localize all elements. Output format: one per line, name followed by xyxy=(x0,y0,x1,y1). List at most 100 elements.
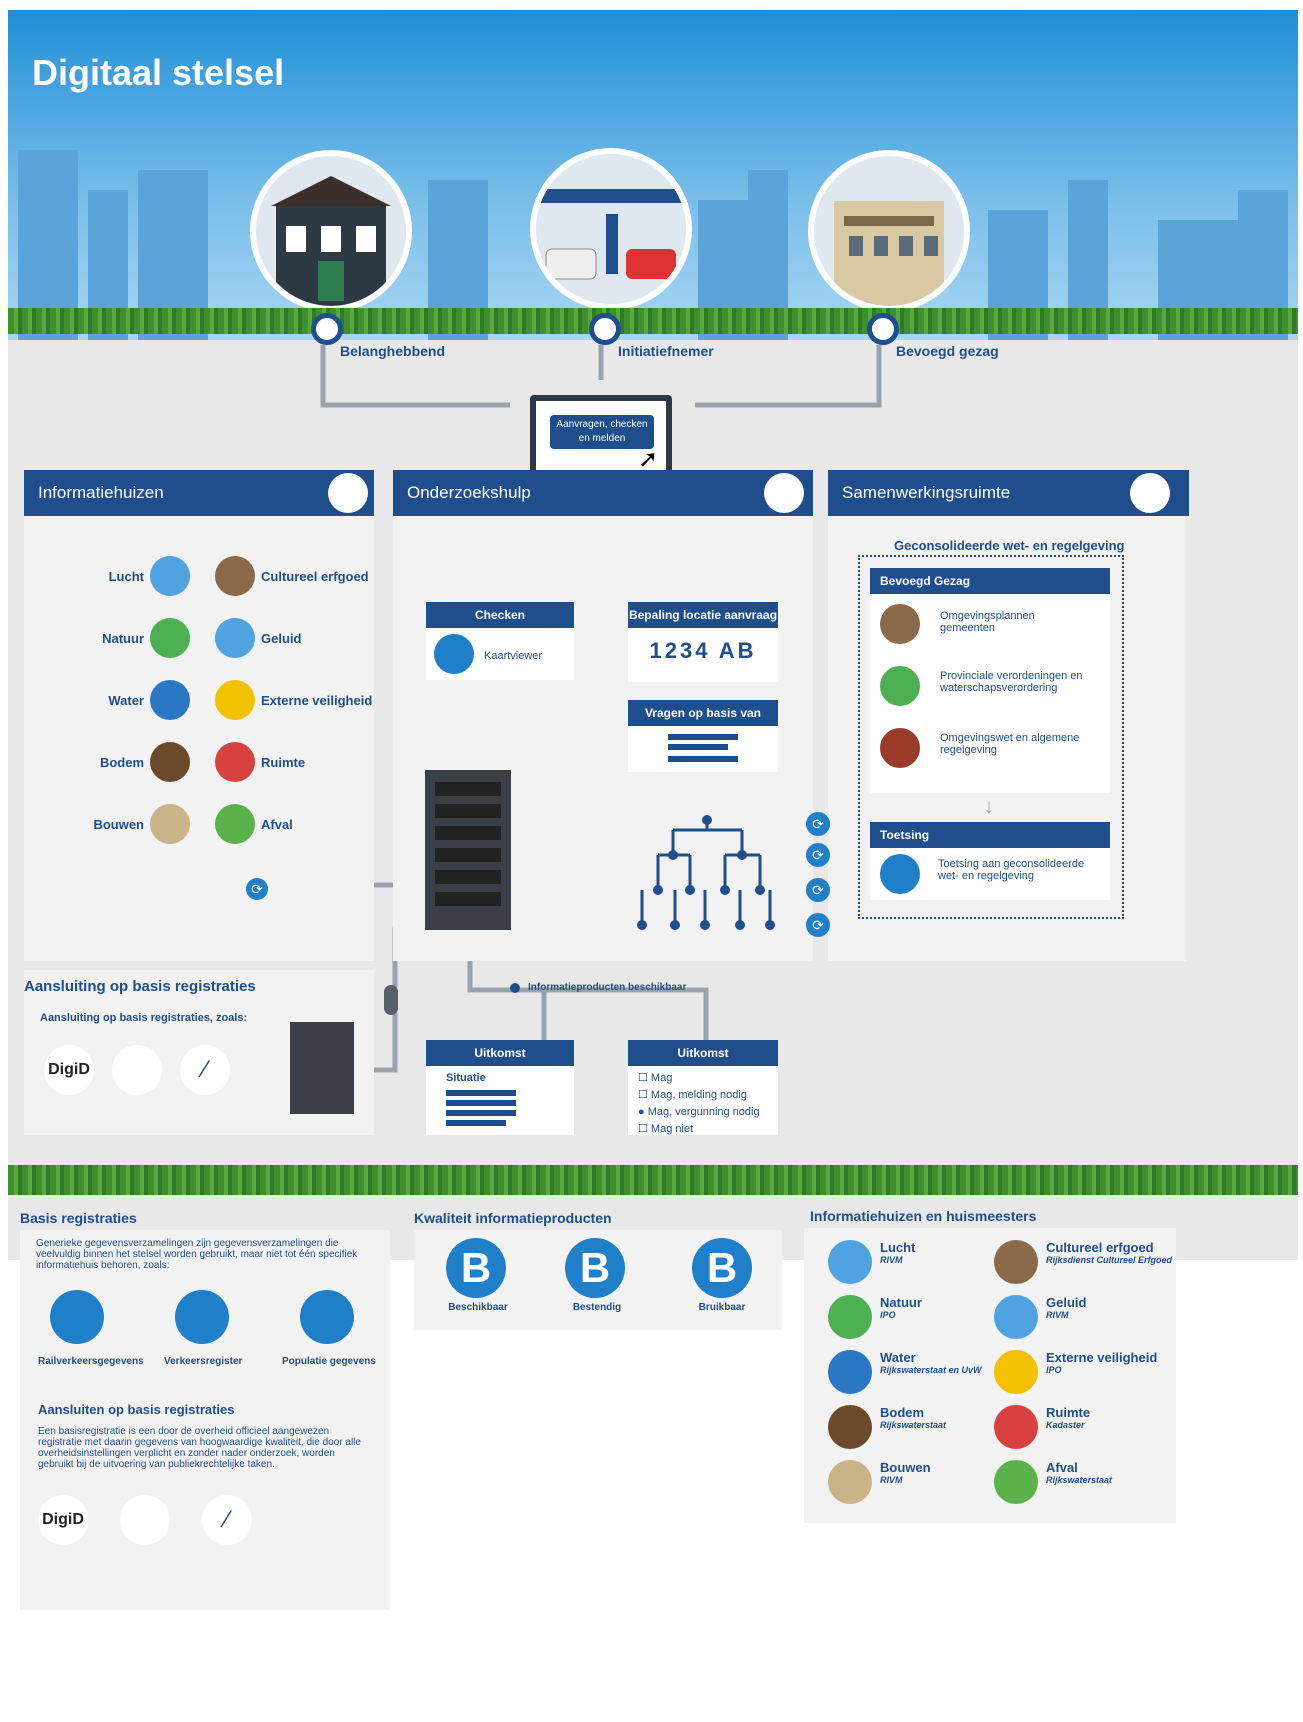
uitkomst-left-card[interactable]: Uitkomst Situatie xyxy=(426,1040,574,1135)
huis-name: Bodem xyxy=(880,1405,925,1420)
aanvragen-button[interactable]: Aanvragen, checken en melden xyxy=(550,415,654,449)
info-item[interactable]: Natuur xyxy=(60,607,190,669)
decision-tree xyxy=(637,815,775,930)
info-item[interactable]: Afval xyxy=(215,793,375,855)
huis-name: Lucht xyxy=(880,1240,916,1255)
actor-node-initiatiefnemer[interactable] xyxy=(589,313,621,345)
locatie-card[interactable]: Bepaling locatie aanvraag 1234 AB xyxy=(628,602,778,682)
info-item[interactable]: Ruimte xyxy=(215,731,375,793)
info-label: Ruimte xyxy=(261,754,306,770)
basis-item: Verkeersregister xyxy=(164,1356,243,1367)
badge-label: Bestendig xyxy=(572,1302,622,1313)
cloud-icon xyxy=(150,556,190,596)
info-house-icon xyxy=(994,1460,1038,1504)
basis-sub-title: Aansluiten op basis registraties xyxy=(38,1402,235,1417)
uitkomst-right-card[interactable]: Uitkomst ☐ Mag ☐ Mag, melding nodig ● Ma… xyxy=(628,1040,778,1135)
kadaster-logo: ⁄ xyxy=(180,1045,230,1095)
checken-card[interactable]: Checken Kaartviewer xyxy=(426,602,574,680)
actor-node-bevoegd-gezag[interactable] xyxy=(867,313,899,345)
info-label: Bouwen xyxy=(93,816,144,832)
registry-logo xyxy=(120,1495,170,1545)
regelgeving-item[interactable]: Omgevingswet en algemene regelgeving xyxy=(940,732,1080,756)
info-item[interactable]: Geluid xyxy=(215,607,375,669)
panel-head-onderzoekshulp: Onderzoekshulp xyxy=(393,470,813,516)
rail-icon xyxy=(50,1290,104,1344)
regelgeving-item[interactable]: Provinciale verordeningen en waterschaps… xyxy=(940,670,1083,694)
huizen-title: Informatiehuizen en huismeesters xyxy=(810,1208,1037,1224)
actor-label-bevoegd-gezag: Bevoegd gezag xyxy=(896,343,999,359)
town-hall-illustration xyxy=(808,150,970,312)
map-viewer-icon xyxy=(434,634,474,674)
info-label: Externe veiligheid xyxy=(261,692,373,708)
toetsing-item[interactable]: Toetsing aan geconsolideerde wet- en reg… xyxy=(938,858,1085,882)
toetsing-card: Toetsing Toetsing aan geconsolideerde we… xyxy=(870,822,1110,900)
warning-icon xyxy=(215,680,255,720)
actor-node-belanghebbend[interactable] xyxy=(311,313,343,345)
panel-head-informatiehuizen: Informatiehuizen xyxy=(24,470,374,516)
basis-panel xyxy=(20,1230,390,1610)
consolidated-heading: Geconsolideerde wet- en regelgeving xyxy=(890,538,1129,553)
situatie-label: Situatie xyxy=(446,1072,486,1084)
bin-icon xyxy=(215,804,255,844)
huis-name: Afval xyxy=(1046,1460,1078,1475)
regelgeving-item[interactable]: Omgevingsplannen gemeenten xyxy=(940,610,1035,634)
info-left-list: Lucht Natuur Water Bodem Bouwen xyxy=(60,545,190,855)
cursor-icon: ➚ xyxy=(638,446,659,473)
vragen-card[interactable]: Vragen op basis van locatie xyxy=(628,700,778,772)
huis-name: Bouwen xyxy=(880,1460,931,1475)
info-label: Cultureel erfgoed xyxy=(261,568,369,584)
info-item[interactable]: Lucht xyxy=(60,545,190,607)
info-label: Natuur xyxy=(102,630,144,646)
option-mag[interactable]: ☐ Mag xyxy=(638,1072,673,1084)
info-house-icon xyxy=(994,1405,1038,1449)
option-vergunning[interactable]: ● Mag, vergunning nodig xyxy=(638,1106,760,1118)
info-item[interactable]: Externe veiligheid xyxy=(215,669,375,731)
info-label: Geluid xyxy=(261,630,302,646)
registry-logo xyxy=(112,1045,162,1095)
option-melding[interactable]: ☐ Mag, melding nodig xyxy=(638,1089,747,1101)
parliament-icon xyxy=(880,728,920,768)
info-right-list: Cultureel erfgoed Geluid Externe veiligh… xyxy=(215,545,375,855)
basis-text: Generieke gegevensverzamelingen zijn geg… xyxy=(36,1238,358,1271)
huismeester-name: Kadaster xyxy=(1046,1420,1085,1430)
aansluiting-sub: Aansluiting op basis registraties, zoals… xyxy=(40,1012,248,1024)
option-mag-niet[interactable]: ☐ Mag niet xyxy=(638,1123,694,1135)
arrow-down-icon: ↓ xyxy=(984,796,994,818)
option-label: Mag, vergunning nodig xyxy=(647,1106,760,1118)
info-item[interactable]: Water xyxy=(60,669,190,731)
kadaster-logo: ⁄ xyxy=(202,1495,252,1545)
server-rack xyxy=(425,770,511,930)
huismeester-name: RIVM xyxy=(880,1475,903,1485)
uitkomst-title: Uitkomst xyxy=(426,1040,574,1066)
basis-item: Populatie gegevens xyxy=(282,1356,376,1367)
panel-title-onderzoekshulp: Onderzoekshulp xyxy=(407,483,531,502)
grass-strip-bottom xyxy=(8,1165,1298,1195)
info-item[interactable]: Bodem xyxy=(60,731,190,793)
huismeester-name: Rijksdienst Cultureel Erfgoed xyxy=(1046,1255,1173,1265)
option-label: Mag, melding nodig xyxy=(650,1089,747,1101)
huis-name: Cultureel erfgoed xyxy=(1046,1240,1154,1255)
info-item[interactable]: Bouwen xyxy=(60,793,190,855)
uitkomst-title: Uitkomst xyxy=(628,1040,778,1066)
info-label: Bodem xyxy=(99,754,144,770)
page-title: Digitaal stelsel xyxy=(32,52,285,93)
panel-informatiehuizen xyxy=(24,516,374,961)
aansluiting-title: Aansluiting op basis registraties xyxy=(24,978,256,995)
info-item[interactable]: Cultureel erfgoed xyxy=(215,545,375,607)
postcode-value: 1234 AB xyxy=(649,638,757,663)
info-house-icon xyxy=(994,1240,1038,1284)
